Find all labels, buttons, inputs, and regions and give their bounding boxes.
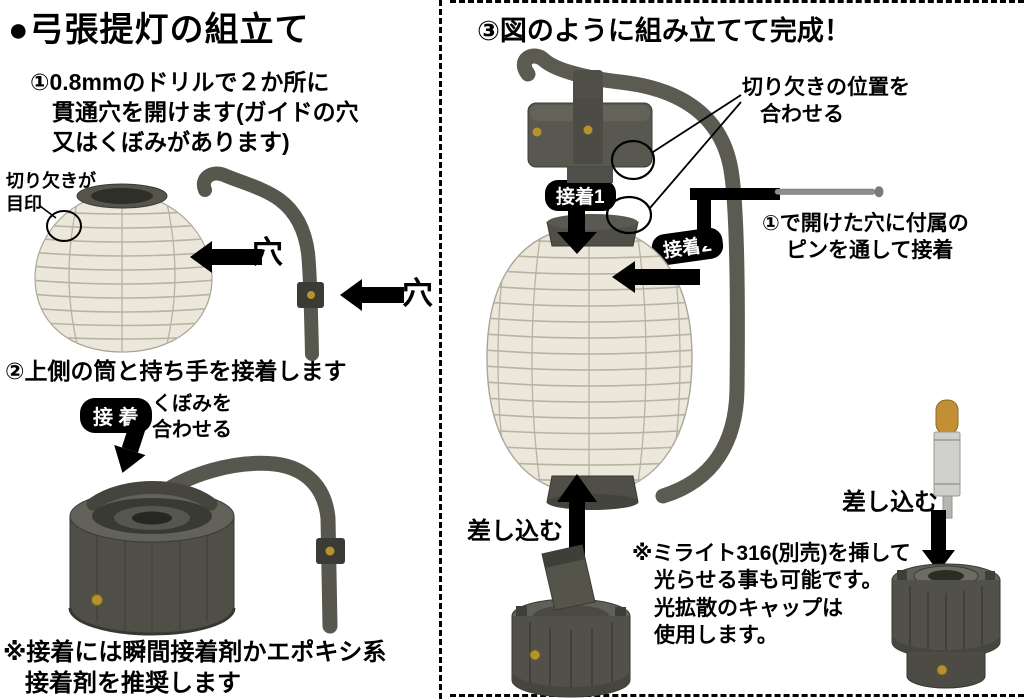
notch-mark-line1: 切り欠きが	[6, 171, 96, 191]
notch-leader-line-1	[652, 94, 742, 153]
notch-mark-line2: 目印	[6, 194, 42, 215]
glue-footnote: ※接着には瞬間接着剤かエポキシ系 接着剤を推奨します	[3, 637, 386, 699]
figure-step1-render	[34, 166, 404, 361]
brass-screw-icon	[529, 649, 541, 661]
cut-line-bottom	[450, 694, 1024, 697]
notch-position-line1: 切り欠きの位置を	[742, 76, 910, 99]
pin-note: ①で開けた穴に付属の ピンを通して接着	[762, 210, 969, 265]
led-light-render	[933, 399, 961, 519]
notch-position-label: 切り欠きの位置を 合わせる	[742, 74, 910, 129]
handle-strap	[86, 481, 218, 511]
step3-heading: ③図のように組み立てて完成！	[477, 16, 851, 46]
pin-render	[774, 186, 884, 198]
led-down-arrow-icon	[922, 510, 955, 572]
cylinder-shading	[96, 524, 208, 632]
figure-assembly-render	[486, 48, 1001, 698]
glue1-badge: 接着1	[545, 180, 616, 211]
pin-note-line2: ピンを通して接着	[786, 239, 954, 263]
cut-line-vertical	[439, 0, 442, 699]
footnote-line2: 接着剤を推奨します	[25, 670, 241, 698]
led-base-render	[891, 563, 1001, 689]
dent-line2: 合わせる	[152, 419, 232, 441]
led-note-line1: ※ミライト316(別売)を挿して	[632, 542, 911, 565]
figure-step2-render	[68, 418, 345, 636]
hole-label-b: 穴	[402, 276, 433, 311]
cut-line-top	[450, 0, 1024, 3]
top-cap-render	[527, 70, 653, 183]
insert-bottom-label: 差し込む	[467, 518, 563, 545]
page-title: ●弓張提灯の組立て	[8, 11, 310, 49]
notch-position-line2: 合わせる	[760, 103, 844, 127]
lantern-top-render	[34, 183, 213, 353]
step2-heading: ②上側の筒と持ち手を接着します	[5, 358, 347, 384]
dent-label: くぼみを 合わせる	[152, 391, 232, 443]
handle-clamp	[316, 538, 345, 564]
hole-arrow-b-icon	[340, 279, 404, 311]
led-note-line3: 光拡散のキャップは	[654, 596, 843, 620]
lantern-body-render	[486, 214, 693, 510]
glue2-connector-line	[690, 188, 780, 246]
insert-up-arrow-icon	[557, 474, 597, 558]
bow-handle-render	[516, 48, 745, 504]
led-tip	[935, 399, 959, 435]
step1-instructions: ①0.8mmのドリルで２か所に 貫通穴を開けます(ガイドの穴 又はくぼみがありま…	[30, 68, 359, 158]
top-cylinder-render	[68, 489, 236, 636]
notch-circle-annotation-1	[610, 139, 656, 181]
led-note: ※ミライト316(別売)を挿して 光らせる事も可能です。 光拡散のキャップは 使…	[632, 540, 911, 649]
brass-screw-icon	[583, 125, 593, 135]
brass-screw-icon	[532, 127, 542, 137]
step1-line1: ①0.8mmのドリルで２か所に	[30, 69, 330, 95]
brass-screw-icon	[936, 664, 948, 676]
led-note-line4: 使用します。	[654, 623, 778, 647]
notch-circle-annotation-2	[605, 195, 653, 235]
notch-pointer-line	[39, 205, 57, 219]
hole-arrow-a-icon	[190, 241, 262, 273]
handle-render	[196, 166, 324, 361]
brass-screw-icon	[91, 594, 103, 606]
led-note-line2: 光らせる事も可能です。	[654, 569, 883, 593]
step1-line3: 又はくぼみがあります)	[52, 128, 290, 155]
insert-led-label: 差し込む	[842, 489, 938, 516]
glue2-arrow-icon	[612, 261, 700, 293]
glue-arrow-icon	[114, 418, 148, 473]
glue1-arrow-icon	[557, 206, 597, 254]
bottom-holder-render	[511, 544, 631, 698]
notch-leader-line-2	[649, 101, 742, 209]
dent-line1: くぼみを	[152, 393, 232, 415]
notch-mark-label: 切り欠きが 目印	[6, 170, 96, 217]
pin-note-line1: ①で開けた穴に付属の	[762, 212, 969, 235]
brass-screw-icon	[307, 291, 315, 299]
step1-line2: 貫通穴を開けます(ガイドの穴	[52, 98, 359, 125]
footnote-line1: ※接着には瞬間接着剤かエポキシ系	[3, 639, 387, 666]
notch-circle-annotation	[46, 210, 82, 242]
handle-render	[145, 455, 338, 634]
